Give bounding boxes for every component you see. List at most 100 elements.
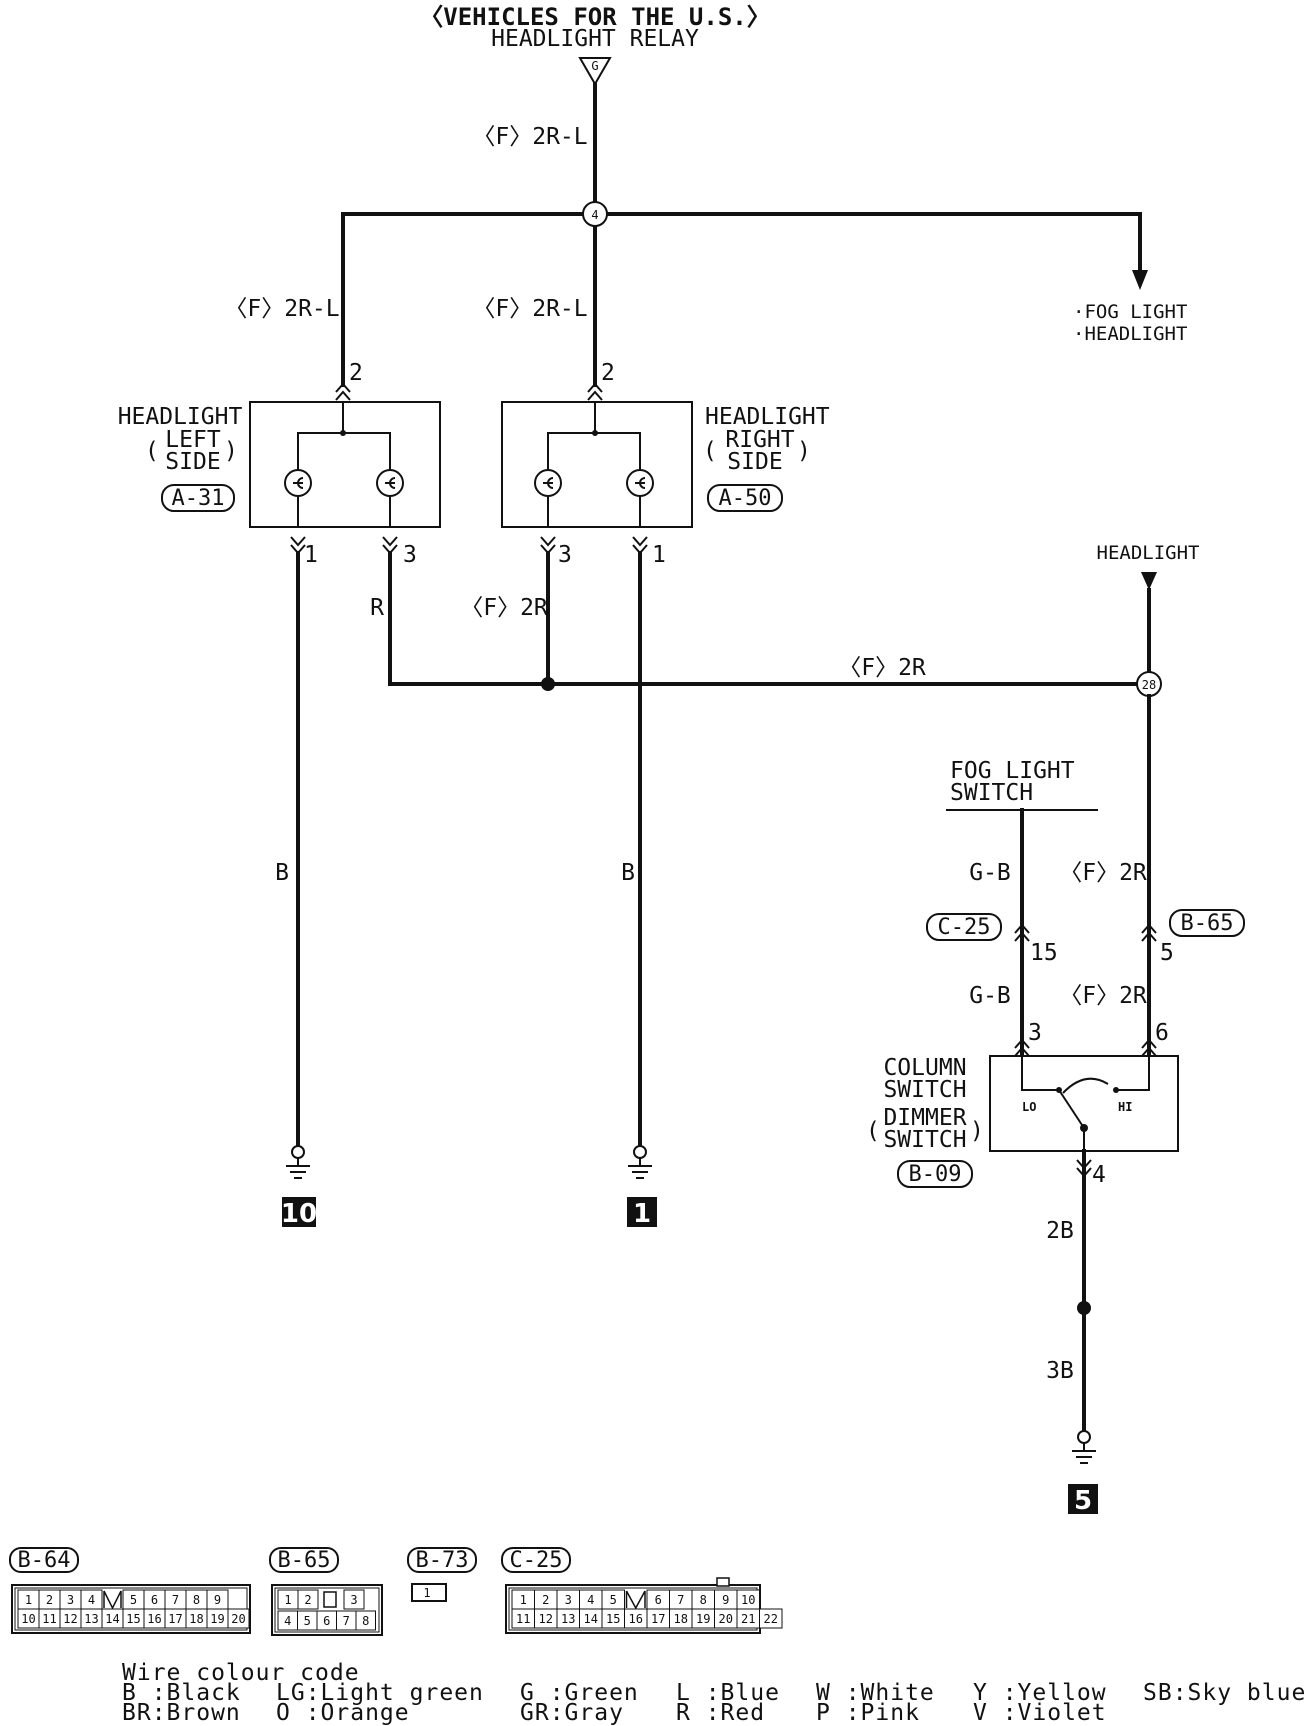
headlight-left-side2: SIDE [165,449,220,475]
headlight-left-paren-open: ( [145,438,159,464]
column-switch [989,1055,1179,1152]
b65-pin-5: 5 [304,1614,311,1628]
svg-text:B-65: B-65 [1181,911,1234,936]
svg-text:4: 4 [591,208,598,222]
headlight-right-name: HEADLIGHT [705,404,830,430]
pin-left-b: 3 [403,542,417,568]
c25-pin-7: 7 [677,1593,684,1607]
headlight-left-side1: LEFT [165,427,221,453]
b65-pin-3: 3 [350,1593,357,1607]
column-switch-name3: DIMMER [883,1105,966,1131]
wire-label-dimmer-upper: 〈F〉2R [1059,860,1147,886]
column-switch-lo: LO [1022,1100,1036,1114]
legend-item-red: R :Red [676,1700,765,1726]
b64-pin-15: 15 [126,1612,140,1626]
svg-text:1: 1 [633,1199,651,1229]
legend-item-green: G :Green [520,1680,639,1706]
b64-pin-10: 10 [21,1612,35,1626]
legend-title: Wire colour code [122,1660,360,1686]
b65-pin-2: 2 [304,1593,311,1607]
b64-pin-16: 16 [147,1612,161,1626]
headlight-right-side2: SIDE [727,449,782,475]
wire-label-left-feed: 〈F〉2R-L [224,296,339,322]
ground-number-right: 5 [1068,1484,1098,1516]
headlight-right-connector-tag: A-50 [707,484,783,512]
c25-pin-1: 1 [520,1593,527,1607]
diagram-title: 〈VEHICLES FOR THE U.S.〉 [419,3,770,31]
wire-label-ground-lower: 3B [1046,1358,1074,1384]
b65-pin-3-cell [343,1589,365,1610]
svg-text:10: 10 [281,1199,317,1229]
b64-pin-20-cell [227,1608,250,1629]
legend-item-gray: GR:Gray [520,1700,624,1726]
pin-left-top: 2 [349,360,363,386]
b64-pin-11: 11 [42,1612,56,1626]
c25-pin-12: 12 [539,1612,553,1626]
c25-pin-4: 4 [587,1593,594,1607]
chevron-dimmer-5 [1141,923,1157,942]
svg-text:28: 28 [1142,678,1156,692]
svg-text:B-73: B-73 [416,1548,469,1573]
legend-item-blue: L :Blue [676,1680,780,1706]
b65-pin-2-cell [297,1589,319,1610]
wire-label-dimmer-lower: 〈F〉2R [1059,983,1147,1009]
splice-dot [541,677,555,691]
c25-pin-22: 22 [764,1612,778,1626]
pin-right-b: 1 [652,542,666,568]
legend-item-brown: BR:Brown [122,1700,241,1726]
chevron-right-top [587,382,603,401]
wire-label-fog-lower: G-B [969,983,1011,1009]
c25-pin-3: 3 [565,1593,572,1607]
c25-pin-8: 8 [700,1593,707,1607]
wire-label-left-r: R [370,595,384,621]
column-switch-hi: HI [1118,1100,1132,1114]
svg-text:B-09: B-09 [909,1162,962,1187]
wire-label-right-ground: B [621,860,635,886]
column-switch-paren-open: ( [866,1118,880,1144]
b65-pin-8-cell [355,1610,376,1631]
ground-symbol-right [1072,1430,1096,1464]
b65-pin-4: 4 [284,1614,291,1628]
b65-key-slot [323,1591,337,1608]
wire-label-right-3: 〈F〉2R [460,595,548,621]
headlight-right-paren-close: ) [797,438,811,464]
svg-text:C-25: C-25 [938,915,991,940]
legend-item-black: B :Black [122,1680,241,1706]
column-switch-name4: SWITCH [883,1127,966,1153]
pin-cs-in-left: 3 [1028,1020,1042,1046]
c25-pin-22-cell [759,1608,783,1629]
connector-view-b73: B-73 1 [407,1547,477,1602]
b64-pin-5: 5 [130,1593,137,1607]
ground-symbol-middle [628,1145,652,1179]
column-switch-name2: SWITCH [883,1077,966,1103]
b64-pin-8: 8 [193,1593,200,1607]
pin-left-a: 1 [304,542,318,568]
headlight-left-connector-tag: A-31 [161,484,235,512]
c25-pin-18: 18 [674,1612,688,1626]
b65-pin-6: 6 [323,1614,330,1628]
headlight-right-side1: RIGHT [725,427,794,453]
b64-pin-9: 9 [214,1593,221,1607]
column-switch-connector-tag: B-09 [897,1160,973,1188]
legend-item-yellow: Y :Yellow [973,1680,1107,1706]
fog-switch-line2: SWITCH [950,780,1033,806]
c25-pin-6: 6 [655,1593,662,1607]
b64-key-mark [103,1590,122,1610]
c25-pin-17: 17 [651,1612,665,1626]
wire-label-left-ground: B [275,860,289,886]
ground-symbol-left [286,1145,310,1179]
pin-cs-in-right: 6 [1155,1020,1169,1046]
svg-text:C-25: C-25 [510,1548,563,1573]
headlight-arrow [1141,572,1157,590]
legend-item-sky-blue: SB:Sky blue [1143,1680,1306,1706]
splice-dot-lower [1077,1301,1091,1315]
c25-pin-20: 20 [719,1612,733,1626]
legend-item-light-green: LG:Light green [276,1680,484,1706]
headlight-right [501,401,693,528]
pin-cs-out: 4 [1092,1162,1106,1188]
wire-label-cross: 〈F〉2R [838,655,926,681]
chevron-cs-3 [1014,1038,1030,1057]
